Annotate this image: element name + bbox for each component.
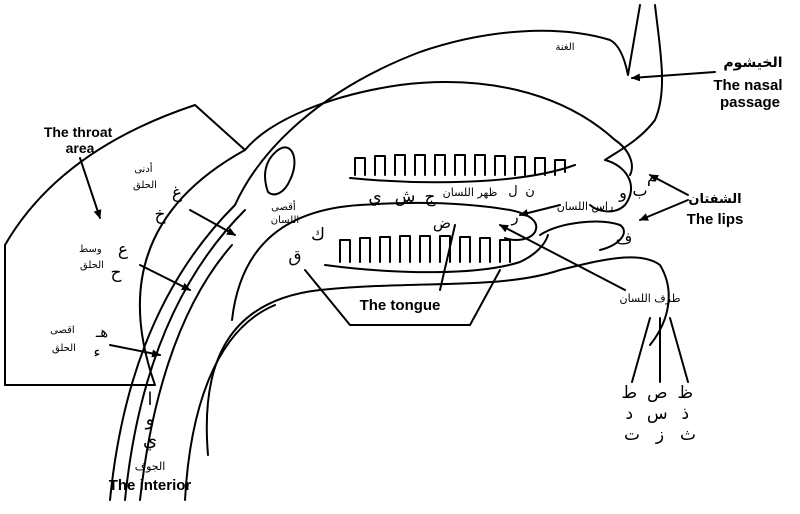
letter-haa-throat: ح <box>111 263 122 283</box>
arrow-lips-1 <box>649 174 689 196</box>
arrow-lips-2 <box>639 199 689 221</box>
arrow-throat-area <box>79 157 102 219</box>
arrow-mid-throat <box>139 264 191 291</box>
arrow-far-throat <box>109 344 161 358</box>
nasal-passage-label: The nasal passage <box>713 77 786 111</box>
arrow-tongue-head <box>519 204 561 217</box>
letter-jeem: ج <box>425 187 436 207</box>
upper-teeth <box>354 154 566 176</box>
uvula <box>264 146 296 196</box>
upper-gum-line <box>349 164 576 184</box>
letter-alif: ا <box>147 389 152 410</box>
palate-outline <box>234 4 641 206</box>
pharynx-wall-2 <box>124 209 246 501</box>
letter-column-2: ص س ز <box>647 383 673 445</box>
letter-column-3: ظ ذ ث <box>677 383 698 445</box>
letter-khaa: خ <box>155 205 166 225</box>
letter-column-1: ط د ت <box>621 383 642 445</box>
lips-label: The lips <box>687 211 744 228</box>
ghunna-label: الغنة <box>555 42 574 53</box>
tongue-tip-label: طرف اللسان <box>619 292 680 305</box>
letter-haa: هـ <box>95 323 108 341</box>
pharynx-wall-1 <box>109 204 236 501</box>
letter-dad: ض <box>433 214 451 232</box>
letter-yaa-interior: ي <box>143 430 157 451</box>
lips-ar-label: الشفتان <box>688 192 741 207</box>
letter-ain: ع <box>118 240 128 260</box>
pointer-col1 <box>631 317 651 383</box>
arrow-tongue-tip <box>499 224 626 291</box>
soft-palate <box>244 81 633 176</box>
far-tongue-label: أقصى اللسان <box>271 200 299 226</box>
letter-meem: م <box>647 167 657 186</box>
letter-kaf: ك <box>311 225 325 245</box>
letter-qaf: ق <box>288 247 301 267</box>
letter-waw-interior: و <box>145 409 155 430</box>
throat-area-label: The throat area <box>44 124 116 156</box>
nasal-cavity-line <box>604 4 664 161</box>
letter-yaa: ي <box>368 187 381 207</box>
interior-label: The interior <box>109 477 192 494</box>
letter-waw: و <box>618 183 627 203</box>
letter-sheen: ش <box>395 187 416 207</box>
chin-outline <box>205 256 670 456</box>
arrow-nasal-passage <box>631 71 716 82</box>
upper-lip <box>589 159 632 213</box>
interior-ar-label: الجوف <box>135 460 166 473</box>
letter-raa: ر <box>510 208 518 226</box>
letter-hamza: ء <box>93 343 100 361</box>
nasal-passage-ar-label: الخيشوم <box>723 55 782 71</box>
throat-area-region <box>4 104 246 386</box>
throat-middle-label: وسط الحلق <box>79 244 105 271</box>
lower-jaw <box>324 234 549 274</box>
throat-far-label: اقصى الحلق <box>50 325 78 354</box>
lower-teeth <box>339 235 511 263</box>
letter-ghain: غ <box>172 183 182 203</box>
letter-baa: ب <box>632 181 647 200</box>
tongue-callout-box <box>304 269 501 326</box>
tongue-head-label: راس اللسان <box>557 200 614 213</box>
letter-lam: ل <box>508 184 517 199</box>
pointer-col3 <box>669 317 689 383</box>
tongue-label: The tongue <box>360 297 441 314</box>
pharynx-wall-4 <box>184 304 276 501</box>
arrow-near-throat <box>189 209 236 236</box>
pharynx-wall-3 <box>139 244 233 501</box>
letter-faa: ف <box>616 229 633 248</box>
pointer-tongue <box>439 224 456 291</box>
tongue-back-label: ظهر اللسان <box>443 186 498 199</box>
lower-lip <box>539 220 625 251</box>
tongue-outline <box>231 201 538 321</box>
throat-near-label: أدنى الحلق <box>133 162 157 191</box>
letter-noon: ن <box>525 184 535 199</box>
